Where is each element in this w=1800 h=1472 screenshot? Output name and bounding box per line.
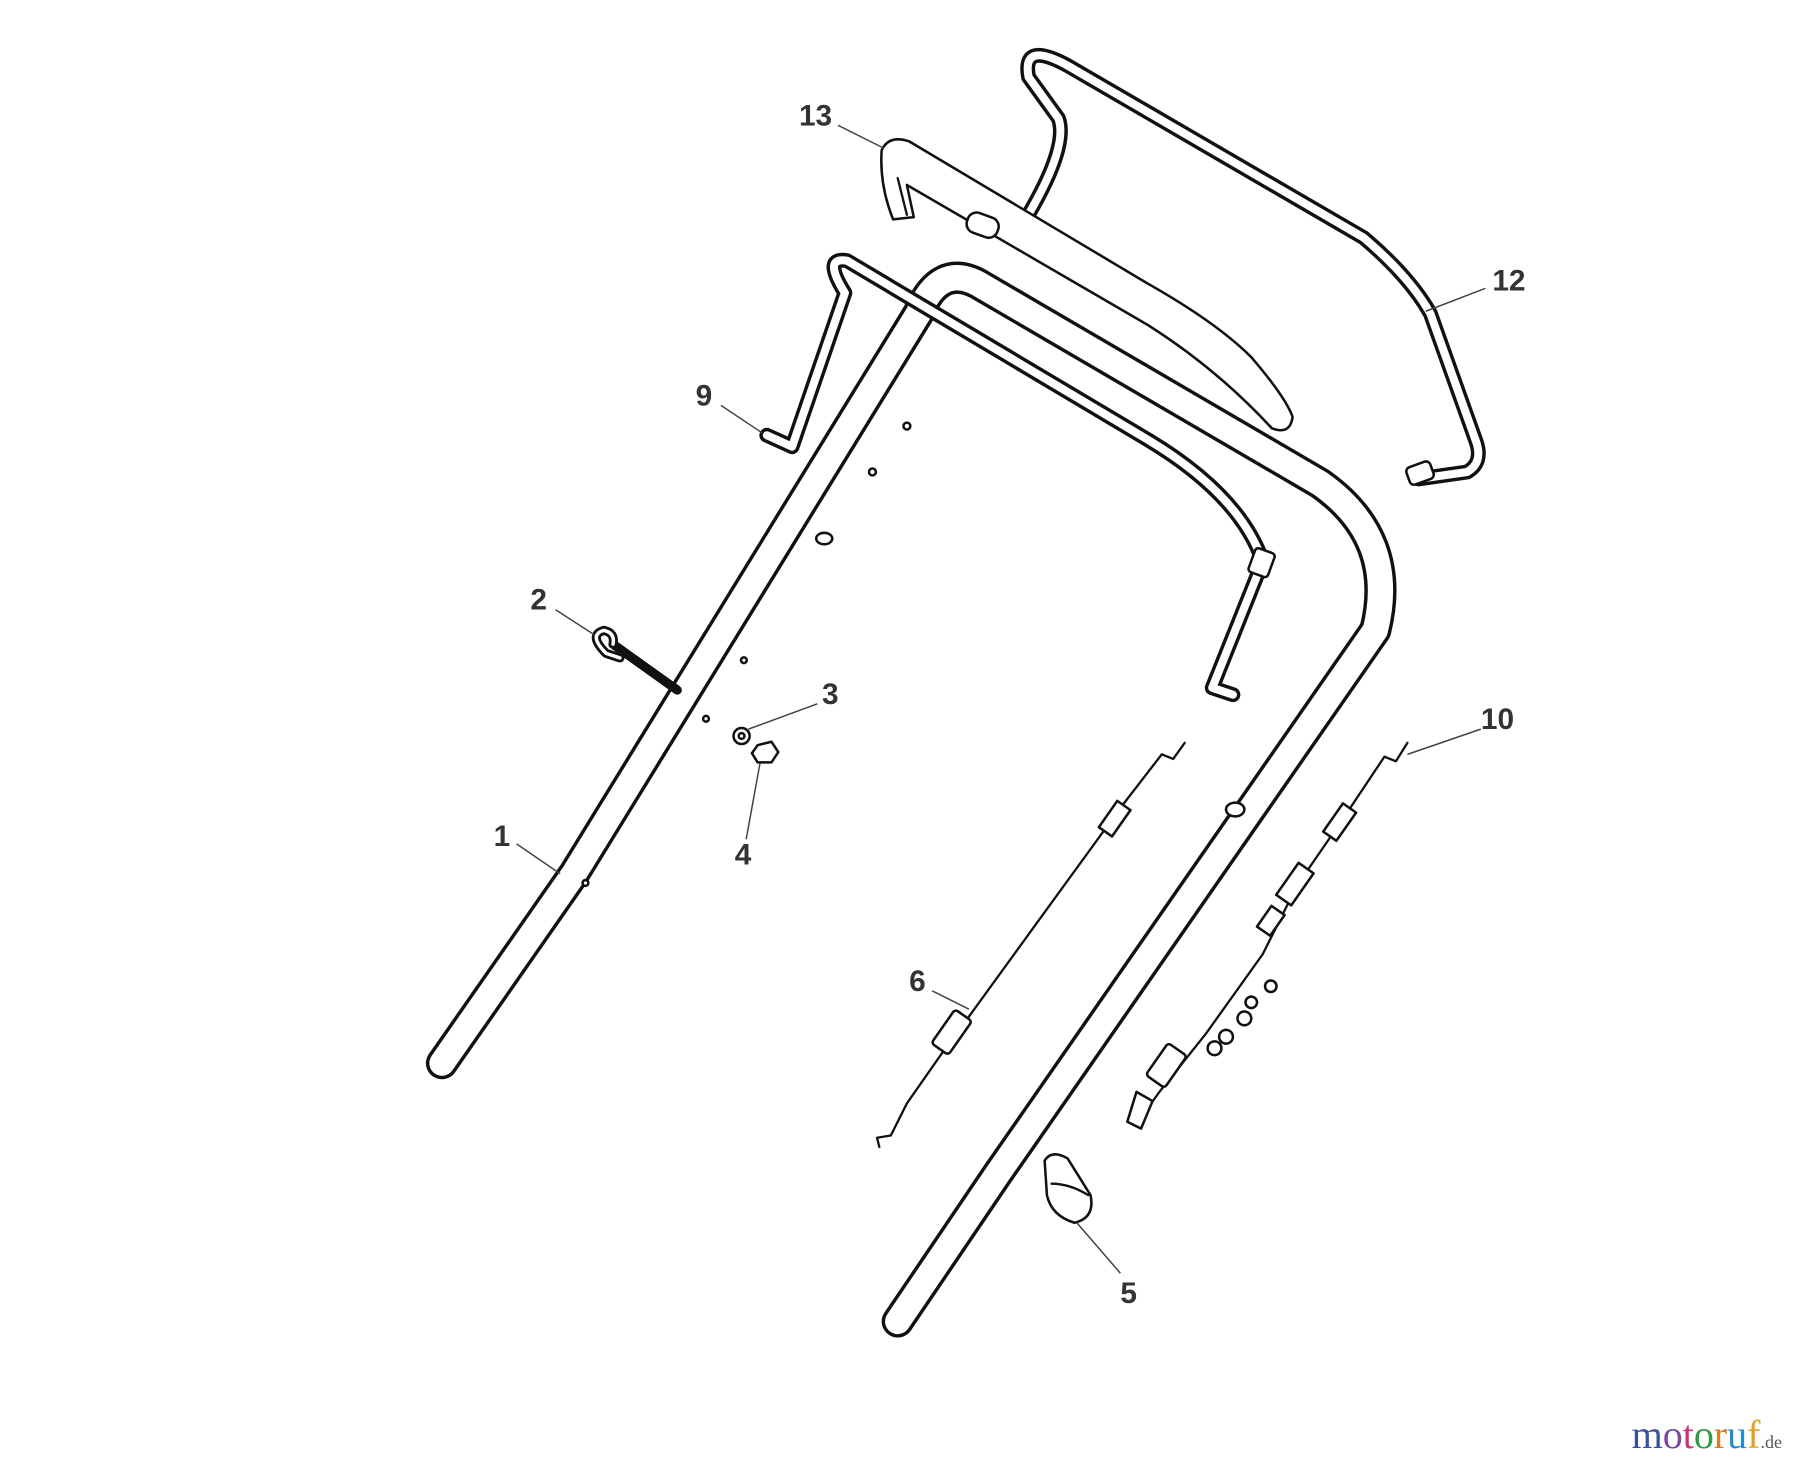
callout-13: 13 <box>799 99 832 132</box>
callout-12: 12 <box>1492 265 1525 298</box>
watermark-letter: t <box>1682 1412 1694 1457</box>
watermark-letter: u <box>1727 1412 1748 1457</box>
callout-9: 9 <box>696 379 713 412</box>
part-9-drive-bail <box>759 252 1276 703</box>
watermark-letter: r <box>1713 1412 1728 1457</box>
watermark-letter: o <box>1662 1412 1683 1457</box>
leader-lines <box>516 124 1486 1274</box>
part-2-hook-bolt <box>591 625 682 695</box>
part-6-drive-cable <box>875 741 1186 1149</box>
watermark-letter: o <box>1693 1412 1714 1457</box>
part-3-washer-hole <box>737 731 746 741</box>
callout-10: 10 <box>1481 703 1514 736</box>
watermark-suffix: .de <box>1760 1432 1783 1452</box>
watermark-text: motoruf <box>1632 1412 1761 1457</box>
watermark-letter: f <box>1747 1412 1761 1457</box>
part-13-handle-cover <box>880 138 1294 432</box>
callout-3: 3 <box>822 678 839 711</box>
part-1-lower-handle <box>425 261 1397 1338</box>
part-10-brake-cable <box>1126 741 1409 1130</box>
part-12-brake-bail <box>1007 47 1486 487</box>
part-5-cable-clip <box>1043 1153 1093 1224</box>
callout-4: 4 <box>735 839 752 872</box>
callout-1: 1 <box>494 820 511 853</box>
callout-2: 2 <box>530 584 547 617</box>
watermark-letter: m <box>1631 1412 1663 1457</box>
callout-5: 5 <box>1120 1277 1137 1310</box>
watermark-logo: motoruf.de <box>1632 1411 1782 1458</box>
callout-6: 6 <box>909 965 926 998</box>
part-4-nut <box>750 740 780 764</box>
